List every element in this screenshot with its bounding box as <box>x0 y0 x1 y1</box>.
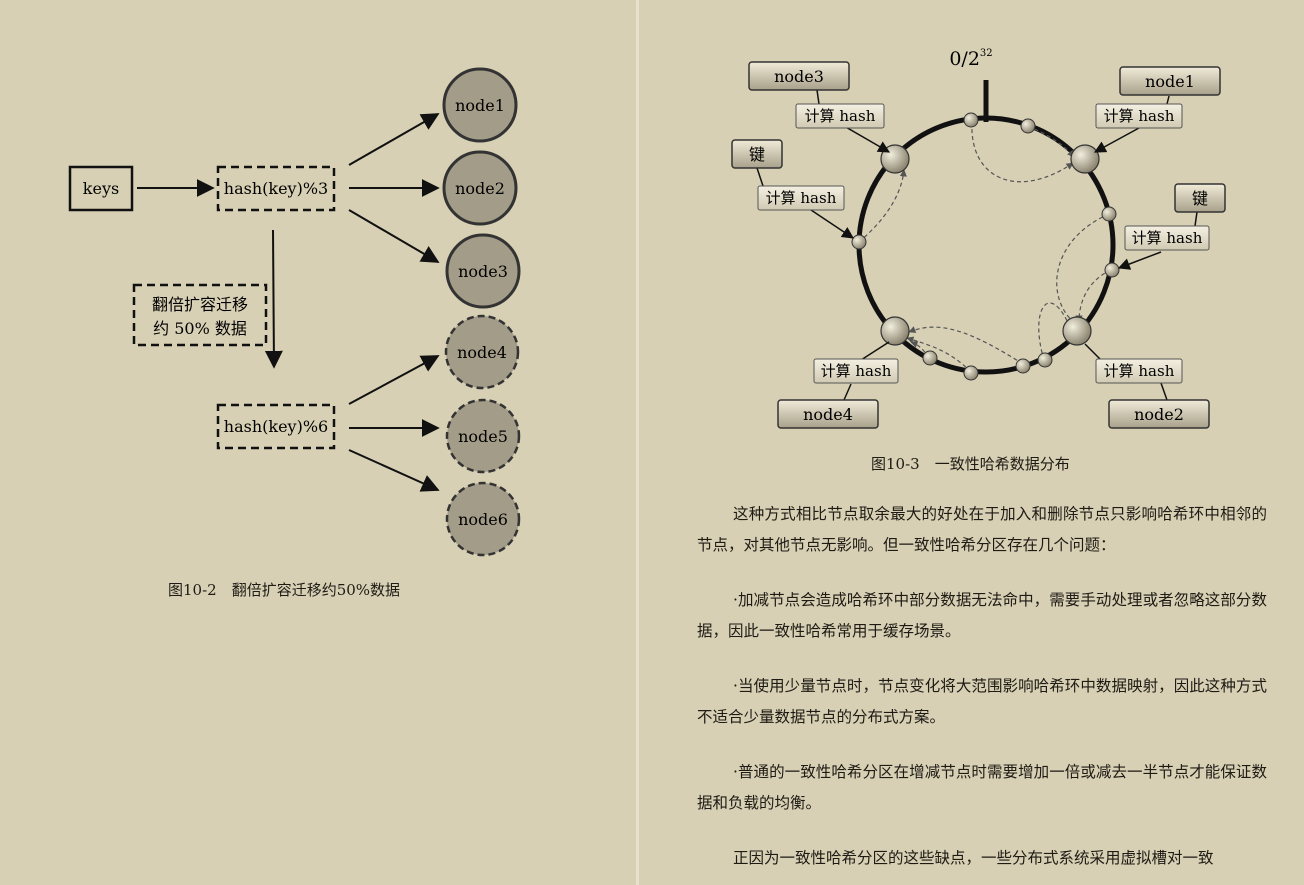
paragraph-5: 正因为一致性哈希分区的这些缺点，一些分布式系统采用虚拟槽对一致 <box>733 849 1214 867</box>
node1-tag <box>1119 66 1221 96</box>
hash3-box <box>216 165 336 212</box>
compute-hash-tag <box>1124 225 1210 251</box>
right-page: 0/232 <box>639 0 1304 885</box>
hash6-box <box>216 403 336 450</box>
node4-label: node4 <box>457 343 507 362</box>
key-point <box>1015 358 1031 374</box>
node3-tag-label: node3 <box>774 67 824 86</box>
node5-circle <box>445 398 521 474</box>
keys-box <box>68 165 134 212</box>
key-point <box>851 234 867 250</box>
compute-hash-tag <box>813 358 899 384</box>
node4-tag <box>777 399 879 429</box>
node3-circle <box>445 233 521 309</box>
compute-hash-label: 计算 hash <box>1132 229 1203 247</box>
key-tag-right-label: 键 <box>1192 189 1208 208</box>
figure-10-3-caption: 图10-3 一致性哈希数据分布 <box>871 455 1070 473</box>
node4-tag-label: node4 <box>803 405 853 424</box>
node3-label: node3 <box>458 262 508 281</box>
compute-hash-tag <box>1095 358 1183 384</box>
hash6-label: hash(key)%6 <box>224 417 328 436</box>
compute-hash-label: 计算 hash <box>1104 107 1175 125</box>
key-point <box>1037 352 1053 368</box>
ring-node2 <box>1062 316 1092 346</box>
left-page: keys hash(key)%3 翻倍扩容迁移 约 50% 数据 hash(ke… <box>0 0 636 885</box>
node1-circle <box>442 67 518 143</box>
compute-hash-tag <box>757 185 845 211</box>
paragraph-3: ·当使用少量节点时，节点变化将大范围影响哈希环中数据映射，因此这种方式不适合少量… <box>697 677 1267 726</box>
node2-circle <box>442 150 518 226</box>
node4-circle <box>444 314 520 390</box>
paragraph-1: 这种方式相比节点取余最大的好处在于加入和删除节点只影响哈希环中相邻的节点，对其他… <box>697 505 1267 554</box>
compute-hash-label: 计算 hash <box>1104 362 1175 380</box>
key-tag-right <box>1174 183 1226 213</box>
hash3-label: hash(key)%3 <box>224 179 328 198</box>
node5-label: node5 <box>458 427 508 446</box>
node2-label: node2 <box>455 179 505 198</box>
key-tag-left <box>731 139 783 169</box>
compute-hash-tag <box>1095 103 1183 129</box>
node1-tag-label: node1 <box>1145 72 1195 91</box>
ring-top-label: 0/232 <box>949 48 992 70</box>
figure-10-2: keys hash(key)%3 翻倍扩容迁移 约 50% 数据 hash(ke… <box>68 67 521 557</box>
node2-tag <box>1108 399 1210 429</box>
key-point <box>963 365 979 381</box>
figure-10-3: 0/232 <box>731 48 1226 429</box>
key-point <box>922 350 938 366</box>
key-point <box>1101 206 1117 222</box>
compute-hash-label: 计算 hash <box>821 362 892 380</box>
key-tag-left-label: 键 <box>749 145 765 164</box>
node2-tag-label: node2 <box>1134 405 1184 424</box>
migration-note-line1: 翻倍扩容迁移 <box>152 295 248 314</box>
key-point <box>1020 118 1036 134</box>
compute-hash-label: 计算 hash <box>805 107 876 125</box>
paragraph-2: ·加减节点会造成哈希环中部分数据无法命中，需要手动处理或者忽略这部分数据，因此一… <box>697 591 1267 640</box>
compute-hash-label: 计算 hash <box>766 189 837 207</box>
migration-note-line2: 约 50% 数据 <box>153 319 247 338</box>
node3-tag <box>748 61 850 91</box>
ring-node1 <box>1070 144 1100 174</box>
migration-note-box <box>132 283 268 347</box>
node6-circle <box>445 481 521 557</box>
figure-10-2-caption: 图10-2 翻倍扩容迁移约50%数据 <box>168 581 401 599</box>
book-spine <box>636 0 639 885</box>
node1-label: node1 <box>455 96 505 115</box>
key-point <box>1104 262 1120 278</box>
node6-label: node6 <box>458 510 508 529</box>
keys-label: keys <box>83 179 119 198</box>
paragraph-4: ·普通的一致性哈希分区在增减节点时需要增加一倍或减去一半节点才能保证数据和负载的… <box>697 763 1267 812</box>
ring-node4 <box>880 316 910 346</box>
compute-hash-tag <box>795 103 885 129</box>
key-point <box>963 112 979 128</box>
